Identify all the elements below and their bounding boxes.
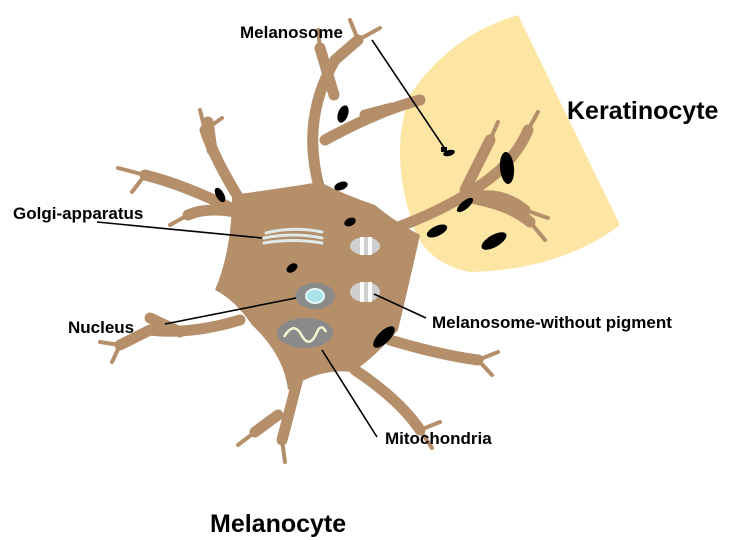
unpigmented-melanosome-upper: [350, 237, 380, 255]
label-melanocyte: Melanocyte: [210, 510, 346, 538]
label-mitochondria: Mitochondria: [385, 429, 492, 448]
label-melanosome: Melanosome: [240, 23, 343, 42]
label-melanosome-without-pigment: Melanosome-without pigment: [432, 313, 672, 332]
melanosome-pointer-tip: [441, 147, 447, 152]
nucleus-organelle: [295, 283, 335, 309]
unpigmented-melanosome-lower: [350, 282, 380, 302]
label-nucleus: Nucleus: [68, 318, 134, 337]
label-golgi-apparatus: Golgi-apparatus: [13, 204, 143, 223]
label-keratinocyte: Keratinocyte: [567, 97, 719, 125]
mitochondria-organelle: [277, 318, 333, 348]
